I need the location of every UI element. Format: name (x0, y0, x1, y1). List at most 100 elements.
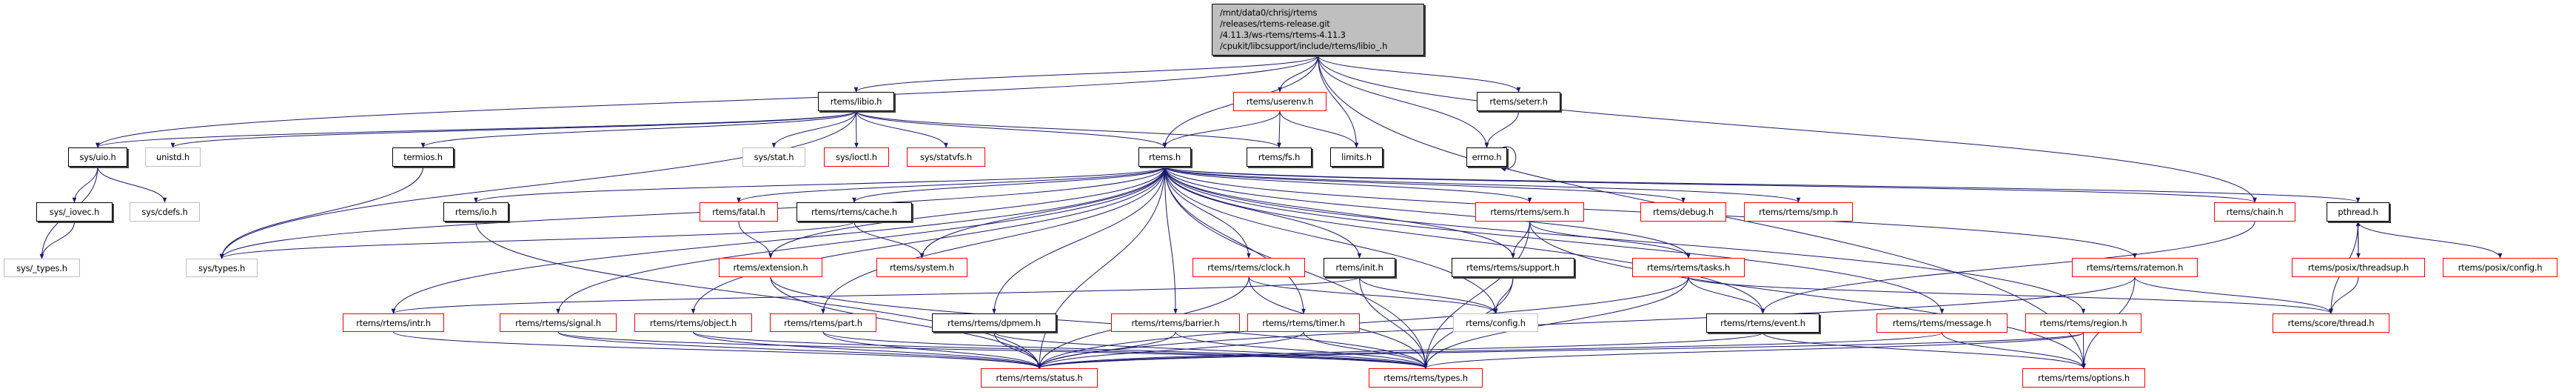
node-posixconfig[interactable]: rtems/posix/config.h (2443, 258, 2557, 277)
edge-libio-to-systypes (219, 110, 856, 259)
root-path-line-4: /cpukit/libcsupport/include/rtems/libio_… (1220, 41, 1388, 51)
node-support[interactable]: rtems/rtems/support.h (1452, 258, 1574, 277)
edge-iovec-to-systypes_ (39, 221, 75, 259)
edge-dpmem-to-status (993, 331, 1042, 369)
edge-rtemsh-to-config (1164, 166, 1498, 314)
edge-root-to-limits (1318, 55, 1359, 148)
edge-rtemsh-to-sem (1164, 166, 1532, 203)
edge-threadsup-to-scorethread (2329, 276, 2359, 314)
node-errno[interactable]: errno.h (1466, 147, 1507, 167)
edge-uio-to-cdefs (97, 166, 167, 203)
node-systypes_: sys/_types.h (4, 259, 80, 277)
node-debug[interactable]: rtems/debug.h (1640, 202, 1726, 222)
node-event[interactable]: rtems/rtems/event.h (1706, 313, 1819, 333)
node-region[interactable]: rtems/rtems/region.h (2025, 313, 2141, 333)
root-path-line-2: /releases/rtems-release.git (1220, 19, 1330, 29)
node-io[interactable]: rtems/io.h (443, 202, 509, 222)
edge-rtemsh-to-intr (391, 166, 1165, 314)
edge-errno-to-errno (1500, 146, 1517, 172)
edge-rtemsh-to-debug (1164, 166, 1686, 203)
edge-sem-to-options (1529, 221, 2086, 369)
edge-dpmem-to-types (993, 331, 1428, 369)
edge-signal-to-status (557, 331, 1042, 369)
node-fs[interactable]: rtems/fs.h (1247, 147, 1312, 167)
node-seterr[interactable]: rtems/seterr.h (1477, 92, 1560, 111)
node-part[interactable]: rtems/rtems/part.h (770, 313, 876, 332)
edge-object-to-types (693, 331, 1428, 369)
edge-init-to-types (1359, 276, 1428, 369)
node-config: rtems/config.h (1453, 313, 1538, 332)
edge-init-to-config (1359, 276, 1498, 314)
node-pthread[interactable]: pthread.h (2327, 202, 2389, 222)
root-path-line-3: /4.11.3/ws-rtems/rtems-4.11.3 (1220, 30, 1346, 40)
node-timer[interactable]: rtems/rtems/timer.h (1247, 313, 1360, 332)
edge-root-to-libio (853, 55, 1318, 93)
node-barrier[interactable]: rtems/rtems/barrier.h (1111, 313, 1240, 332)
node-ioctl[interactable]: sys/ioctl.h (824, 147, 889, 167)
node-libio[interactable]: rtems/libio.h (818, 92, 894, 111)
root-path-line-1: /mnt/data0/chrisj/rtems (1220, 7, 1318, 18)
edge-part-to-status (822, 331, 1042, 369)
edge-fatal-to-extension (738, 221, 773, 259)
edge-cache-to-systypes (219, 221, 855, 259)
node-system[interactable]: rtems/system.h (876, 258, 967, 277)
edge-userenv-to-limits (1279, 110, 1359, 148)
node-object[interactable]: rtems/rtems/object.h (634, 313, 752, 332)
edge-rtemsh-to-smp (1164, 166, 1801, 203)
node-extension[interactable]: rtems/extension.h (719, 258, 822, 277)
edge-root-to-chain (1318, 55, 2257, 203)
edge-sem-to-types (1423, 221, 1530, 369)
node-chain[interactable]: rtems/chain.h (2214, 202, 2295, 222)
node-statvfs[interactable]: sys/statvfs.h (907, 147, 985, 167)
node-userenv[interactable]: rtems/userenv.h (1233, 92, 1326, 111)
root-file-node: /mnt/data0/chrisj/rtems /releases/rtems-… (1212, 4, 1424, 56)
edge-rtemsh-to-pthread (1164, 166, 2360, 203)
edge-libio-to-statvfs (856, 110, 948, 148)
node-cdefs: sys/cdefs.h (130, 202, 200, 222)
node-clock[interactable]: rtems/rtems/clock.h (1193, 258, 1305, 277)
node-status[interactable]: rtems/rtems/status.h (981, 368, 1098, 388)
edge-event-to-status (1037, 332, 1763, 369)
edge-root-to-uio (95, 55, 1318, 148)
node-intr[interactable]: rtems/rtems/intr.h (343, 313, 444, 332)
node-tasks[interactable]: rtems/rtems/tasks.h (1632, 258, 1745, 277)
edge-root-to-errno (1318, 55, 1489, 148)
node-options[interactable]: rtems/rtems/options.h (2022, 368, 2145, 388)
node-uio[interactable]: sys/uio.h (68, 147, 127, 167)
edge-rtemsh-to-clock (1164, 166, 1251, 259)
edge-tasks-to-event (1688, 276, 1765, 314)
edge-pthread-to-posixconfig (2358, 221, 2503, 259)
edge-extension-to-status (770, 276, 1042, 369)
node-iovec[interactable]: sys/_iovec.h (36, 202, 113, 222)
node-cache[interactable]: rtems/rtems/cache.h (796, 202, 912, 222)
node-signal[interactable]: rtems/rtems/signal.h (500, 313, 617, 332)
edge-rtemsh-to-extension (768, 166, 1165, 259)
node-types[interactable]: rtems/rtems/types.h (1369, 368, 1483, 388)
node-smp[interactable]: rtems/rtems/smp.h (1744, 202, 1853, 222)
edge-rtemsh-to-chain (1164, 166, 2257, 203)
edge-rtemsh-to-barrier (1164, 166, 1178, 314)
node-message[interactable]: rtems/rtems/message.h (1876, 313, 2008, 333)
edge-seterr-to-errno (1484, 110, 1519, 148)
node-scorethread[interactable]: rtems/score/thread.h (2273, 313, 2389, 333)
edge-libio-to-stat (771, 110, 856, 148)
node-sem[interactable]: rtems/rtems/sem.h (1475, 202, 1584, 222)
edge-rtemsh-to-message (1164, 166, 1945, 314)
edge-rtemsh-to-systypes (219, 166, 1165, 259)
edge-message-to-options (1942, 332, 2086, 369)
edge-ratemon-to-scorethread (2134, 276, 2333, 314)
edge-rtemsh-to-event (1164, 166, 1765, 314)
edge-timer-to-types (1303, 331, 1428, 369)
node-rtemsh[interactable]: rtems.h (1138, 147, 1191, 167)
node-stat: sys/stat.h (742, 147, 805, 167)
node-init[interactable]: rtems/init.h (1324, 258, 1395, 277)
edge-tasks-to-types (1423, 276, 1689, 369)
edge-tasks-to-status (1037, 276, 1689, 369)
node-ratemon[interactable]: rtems/rtems/ratemon.h (2072, 258, 2198, 277)
node-threadsup[interactable]: rtems/posix/threadsup.h (2292, 258, 2425, 277)
edge-rtemsh-to-signal (556, 166, 1165, 314)
node-termios[interactable]: termios.h (392, 147, 454, 167)
node-limits[interactable]: limits.h (1330, 147, 1383, 167)
node-fatal[interactable]: rtems/fatal.h (700, 202, 778, 222)
node-dpmem[interactable]: rtems/rtems/dpmem.h (932, 313, 1056, 332)
